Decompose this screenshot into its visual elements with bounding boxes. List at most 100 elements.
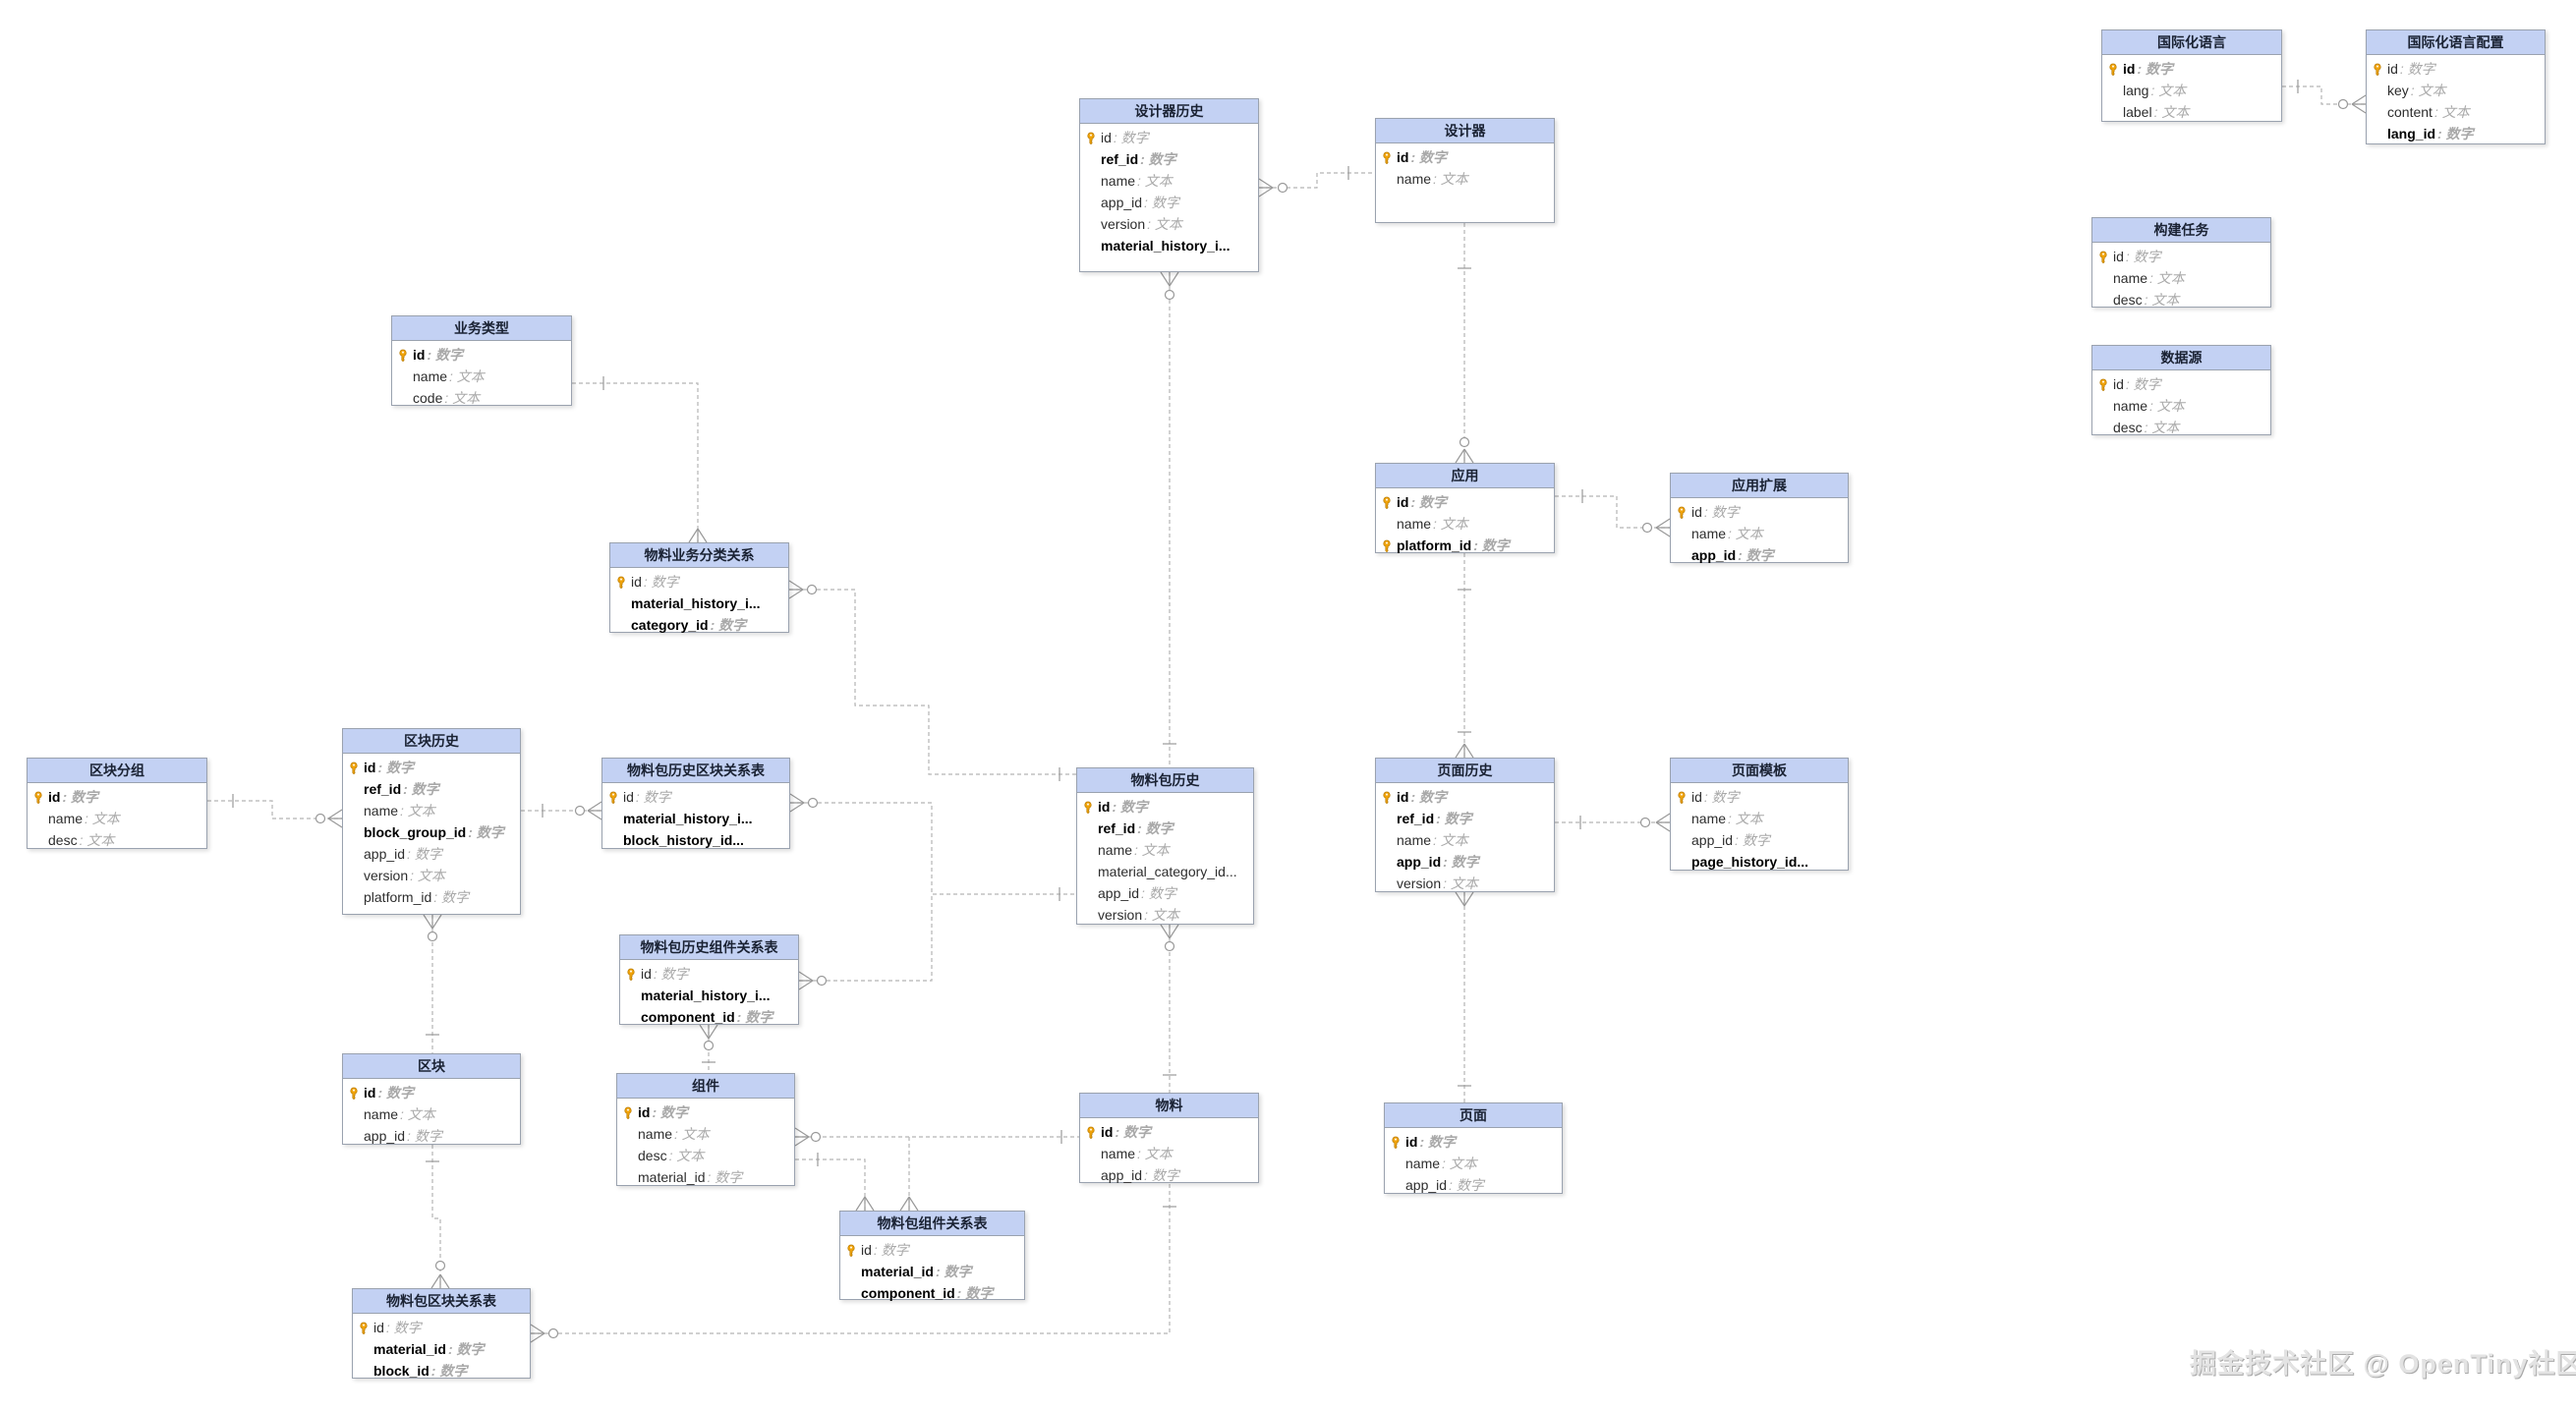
field-row-name[interactable]: name: 文本 <box>28 808 206 829</box>
field-row-name[interactable]: name: 文本 <box>2092 395 2270 417</box>
field-row-id[interactable]: id: 数字 <box>1671 786 1848 808</box>
field-row-id[interactable]: id: 数字 <box>1080 1121 1258 1143</box>
connector-app--page-history[interactable] <box>1455 553 1474 759</box>
connector-block-history--material-history-block-rel[interactable] <box>521 801 602 820</box>
field-row-code[interactable]: code: 文本 <box>392 387 571 409</box>
connector-material-history-block-rel--material-history[interactable] <box>789 793 1076 901</box>
field-row-lang_id[interactable]: lang_id: 数字 <box>2367 123 2545 144</box>
field-row-app_id[interactable]: app_id: 数字 <box>1385 1174 1562 1196</box>
connector-material-block-rel--material[interactable] <box>530 1183 1176 1343</box>
connector-component--material-component-rel[interactable] <box>795 1153 875 1212</box>
connector-app--app-extension[interactable] <box>1555 489 1671 537</box>
field-row-ref_id[interactable]: ref_id: 数字 <box>1080 148 1258 170</box>
field-row-name[interactable]: name: 文本 <box>1376 168 1554 190</box>
connector-component--material[interactable] <box>794 1127 1079 1147</box>
field-row-id[interactable]: id: 数字 <box>2102 58 2281 80</box>
field-row-version[interactable]: version: 文本 <box>1077 904 1253 926</box>
connector-designer--app[interactable] <box>1455 223 1474 464</box>
field-row-app_id[interactable]: app_id: 数字 <box>1671 544 1848 566</box>
field-row-id[interactable]: id: 数字 <box>1080 127 1258 148</box>
field-row-page_history_id[interactable]: page_history_id... <box>1671 851 1848 873</box>
field-row-material_history_i[interactable]: material_history_i... <box>1080 235 1258 256</box>
field-row-version[interactable]: version: 文本 <box>1376 873 1554 894</box>
field-row-id[interactable]: id: 数字 <box>2092 246 2270 267</box>
field-row-name[interactable]: name: 文本 <box>343 1103 520 1125</box>
field-row-name[interactable]: name: 文本 <box>1376 513 1554 535</box>
field-row-id[interactable]: id: 数字 <box>840 1239 1024 1261</box>
field-row-id[interactable]: id: 数字 <box>1671 501 1848 523</box>
field-row-app_id[interactable]: app_id: 数字 <box>343 843 520 865</box>
field-row-content[interactable]: content: 文本 <box>2367 101 2545 123</box>
field-row-name[interactable]: name: 文本 <box>1080 170 1258 192</box>
field-row-id[interactable]: id: 数字 <box>617 1101 794 1123</box>
field-row-version[interactable]: version: 文本 <box>1080 213 1258 235</box>
connector-material-business-category-rel--material-history[interactable] <box>788 580 1076 781</box>
connector-block--material-block-rel[interactable] <box>426 1145 450 1289</box>
field-row-ref_id[interactable]: ref_id: 数字 <box>343 778 520 800</box>
field-row-name[interactable]: name: 文本 <box>2092 267 2270 289</box>
field-row-id[interactable]: id: 数字 <box>1376 146 1554 168</box>
field-row-ref_id[interactable]: ref_id: 数字 <box>1077 818 1253 839</box>
field-row-id[interactable]: id: 数字 <box>1077 796 1253 818</box>
field-row-component_id[interactable]: component_id: 数字 <box>620 1006 798 1028</box>
field-row-component_id[interactable]: component_id: 数字 <box>840 1282 1024 1304</box>
connector-material-history--material[interactable] <box>1160 924 1179 1093</box>
field-row-name[interactable]: name: 文本 <box>343 800 520 821</box>
field-row-category_id[interactable]: category_id: 数字 <box>610 614 788 636</box>
field-row-material_category_id[interactable]: material_category_id... <box>1077 861 1253 882</box>
field-row-id[interactable]: id: 数字 <box>1385 1131 1562 1153</box>
field-row-name[interactable]: name: 文本 <box>392 366 571 387</box>
field-row-id[interactable]: id: 数字 <box>1376 491 1554 513</box>
field-row-material_history_i[interactable]: material_history_i... <box>610 593 788 614</box>
field-row-name[interactable]: name: 文本 <box>1077 839 1253 861</box>
field-row-id[interactable]: id: 数字 <box>1376 786 1554 808</box>
field-row-name[interactable]: name: 文本 <box>1376 829 1554 851</box>
field-row-lang[interactable]: lang: 文本 <box>2102 80 2281 101</box>
field-row-key[interactable]: key: 文本 <box>2367 80 2545 101</box>
field-row-app_id[interactable]: app_id: 数字 <box>343 1125 520 1147</box>
connector-business-type--material-business-category-rel[interactable] <box>572 376 708 543</box>
field-row-app_id[interactable]: app_id: 数字 <box>1671 829 1848 851</box>
field-row-name[interactable]: name: 文本 <box>1671 523 1848 544</box>
field-row-platform_id[interactable]: platform_id: 数字 <box>343 886 520 908</box>
field-row-material_id[interactable]: material_id: 数字 <box>353 1338 530 1360</box>
connector-block-group--block-history[interactable] <box>207 794 343 828</box>
field-row-ref_id[interactable]: ref_id: 数字 <box>1376 808 1554 829</box>
field-row-id[interactable]: id: 数字 <box>602 786 789 808</box>
field-row-platform_id[interactable]: platform_id: 数字 <box>1376 535 1554 556</box>
field-row-id[interactable]: id: 数字 <box>28 786 206 808</box>
field-row-label[interactable]: label: 文本 <box>2102 101 2281 123</box>
field-row-app_id[interactable]: app_id: 数字 <box>1080 1164 1258 1186</box>
connector-material-history-component-rel--component[interactable] <box>699 1024 718 1073</box>
field-row-id[interactable]: id: 数字 <box>353 1317 530 1338</box>
field-row-id[interactable]: id: 数字 <box>2367 58 2545 80</box>
field-row-material_history_i[interactable]: material_history_i... <box>620 985 798 1006</box>
field-row-material_id[interactable]: material_id: 数字 <box>840 1261 1024 1282</box>
field-row-desc[interactable]: desc: 文本 <box>28 829 206 851</box>
field-row-desc[interactable]: desc: 文本 <box>2092 417 2270 438</box>
field-row-name[interactable]: name: 文本 <box>617 1123 794 1145</box>
field-row-block_id[interactable]: block_id: 数字 <box>353 1360 530 1382</box>
connector-page-history--page-template[interactable] <box>1555 813 1671 832</box>
connector-material--material-component-rel[interactable] <box>899 1137 919 1212</box>
connector-block-history--block[interactable] <box>423 914 442 1053</box>
field-row-material_history_i[interactable]: material_history_i... <box>602 808 789 829</box>
connector-designer-history--material-history[interactable] <box>1160 271 1179 767</box>
